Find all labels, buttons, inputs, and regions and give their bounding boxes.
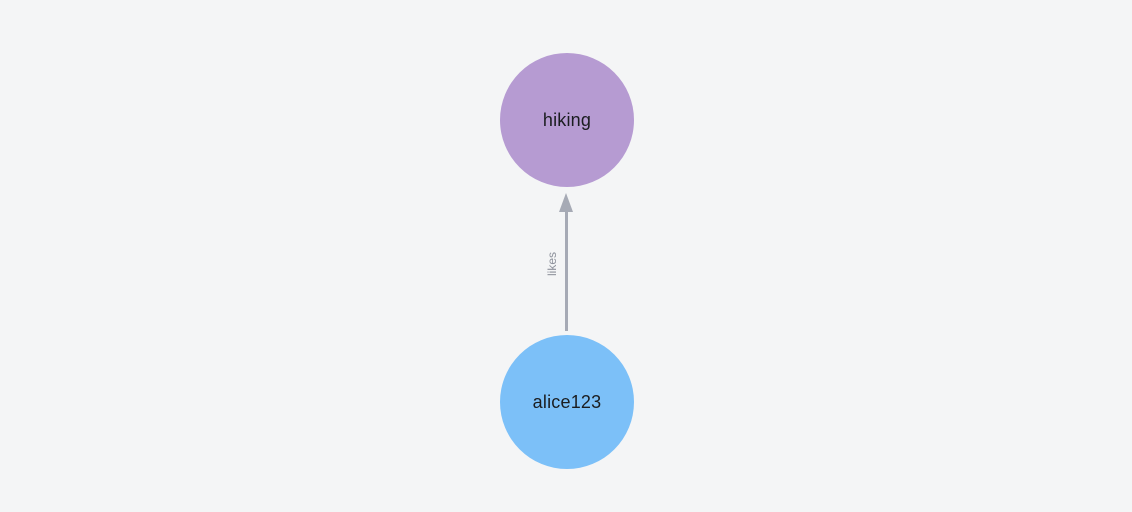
node-alice123-label: alice123 bbox=[532, 391, 602, 412]
edge-arrowhead bbox=[559, 193, 573, 212]
node-hiking[interactable]: hiking bbox=[500, 53, 634, 187]
node-hiking-label: hiking bbox=[542, 109, 592, 130]
edge-line bbox=[565, 207, 568, 331]
node-alice123[interactable]: alice123 bbox=[500, 335, 634, 469]
edge-label: likes bbox=[545, 251, 559, 277]
